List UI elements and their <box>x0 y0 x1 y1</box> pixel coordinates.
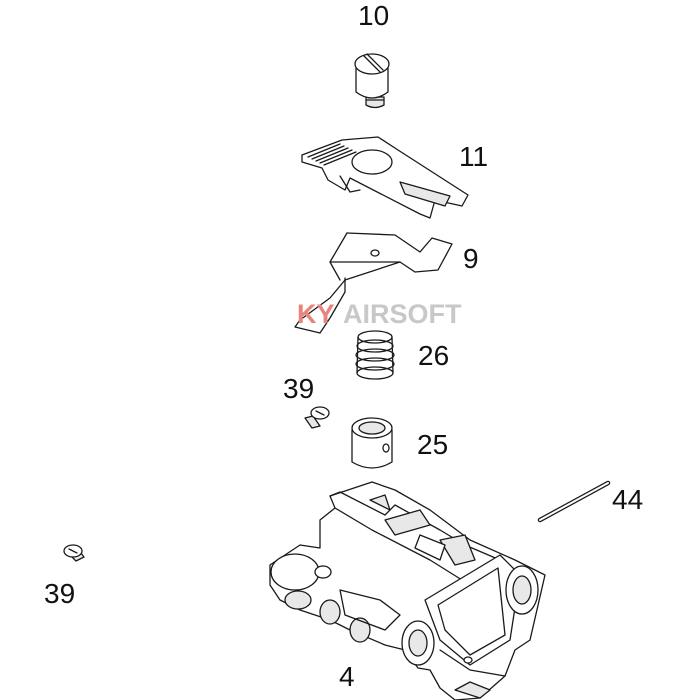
part-44-pin <box>537 480 611 523</box>
callout-9: 9 <box>463 243 479 274</box>
watermark: KY AIRSOFT <box>297 299 462 329</box>
part-26-coil-spring <box>355 330 395 380</box>
part-39-small-screw-lower <box>63 544 85 562</box>
part-39-small-screw-upper <box>304 406 330 429</box>
part-4-housing-block <box>269 481 546 700</box>
callout-10: 10 <box>358 0 389 31</box>
callout-4: 4 <box>339 661 355 692</box>
part-25-plunger <box>351 417 393 469</box>
watermark-suffix: AIRSOFT <box>343 299 462 329</box>
callout-25: 25 <box>417 429 448 460</box>
watermark-prefix: KY <box>297 299 335 329</box>
callout-39-upper: 39 <box>283 373 314 404</box>
part-10-screw <box>354 53 390 109</box>
callout-39-lower: 39 <box>44 578 75 609</box>
callout-26: 26 <box>418 340 449 371</box>
part-9-spring-plate <box>294 232 453 334</box>
callout-44: 44 <box>612 484 643 515</box>
part-11-lever-plate <box>301 136 469 219</box>
callout-11: 11 <box>459 141 488 172</box>
